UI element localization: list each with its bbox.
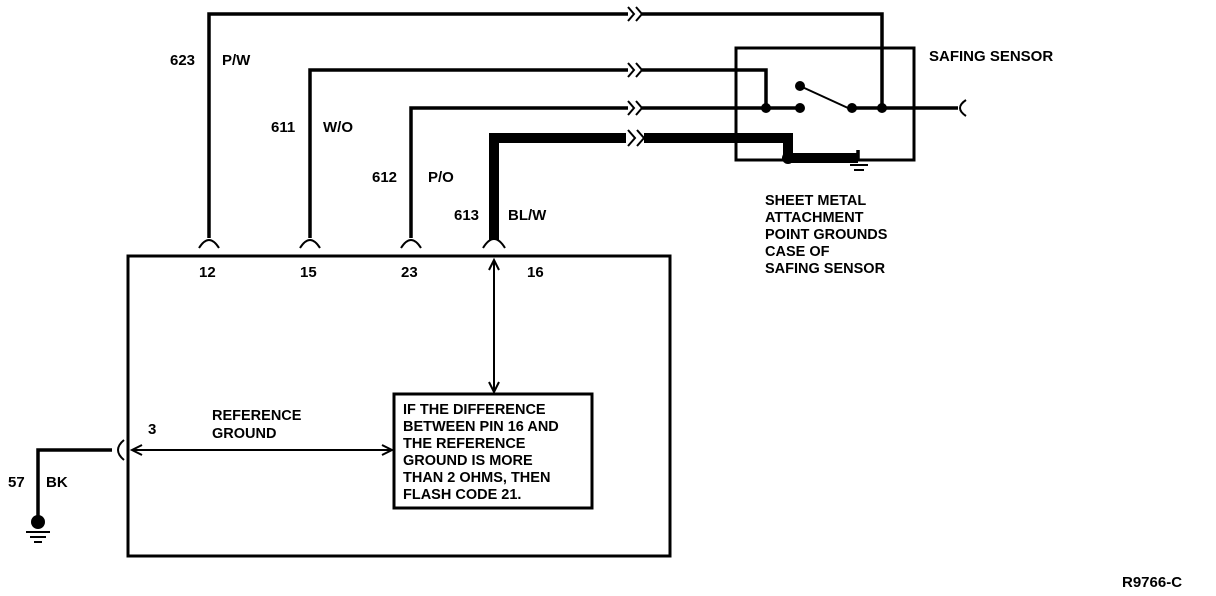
sheet-metal-note-line: SHEET METAL [765,193,866,209]
flash-code-note-line: BETWEEN PIN 16 AND [403,419,559,435]
wire-613-color: BL/W [508,207,547,224]
wire-57-color: BK [46,474,68,491]
flash-code-note-line: FLASH CODE 21. [403,487,521,503]
safing-sensor-box [734,46,916,162]
flash-code-note-box [392,392,594,510]
wire-611 [299,62,768,249]
flash-code-note-line: THE REFERENCE [403,436,526,452]
chassis-ground-icon [846,150,872,171]
wire-611-circuit: 611 [271,119,295,136]
wire-623-circuit: 623 [170,52,195,69]
reference-ground-label-2: GROUND [212,426,276,442]
sheet-metal-note-line: SAFING SENSOR [765,261,886,277]
safing-switch [761,81,967,164]
wire-613-circuit: 613 [454,207,479,224]
wire-613 [482,129,858,249]
sheet-metal-note-line: CASE OF [765,244,830,260]
reference-ground-arrow [129,444,395,456]
reference-ground-label-1: REFERENCE [212,408,302,424]
flash-code-note-line: GROUND IS MORE [403,453,533,469]
flash-code-note-line: THAN 2 OHMS, THEN [403,470,550,486]
pin-12-label: 12 [199,264,216,281]
pin16-arrow [488,257,500,395]
pin-23-label: 23 [401,264,418,281]
safing-sensor-title: SAFING SENSOR [929,48,1053,65]
pin-15-label: 15 [300,264,317,281]
wire-57 [26,439,125,543]
wire-623 [198,6,884,249]
figure-id: R9766-C [1122,574,1182,591]
wire-57-circuit: 57 [8,474,25,491]
wire-612-color: P/O [428,169,454,186]
sheet-metal-note-line: POINT GROUNDS [765,227,888,243]
wire-623-color: P/W [222,52,251,69]
pin-16-label: 16 [527,264,544,281]
pin-3-label: 3 [148,421,156,438]
flash-code-note-line: IF THE DIFFERENCE [403,402,546,418]
wire-611-color: W/O [323,119,353,136]
wire-612 [400,100,800,249]
wire-612-circuit: 612 [372,169,397,186]
diagnostic-module-box [126,254,672,558]
sheet-metal-note-line: ATTACHMENT [765,210,864,226]
